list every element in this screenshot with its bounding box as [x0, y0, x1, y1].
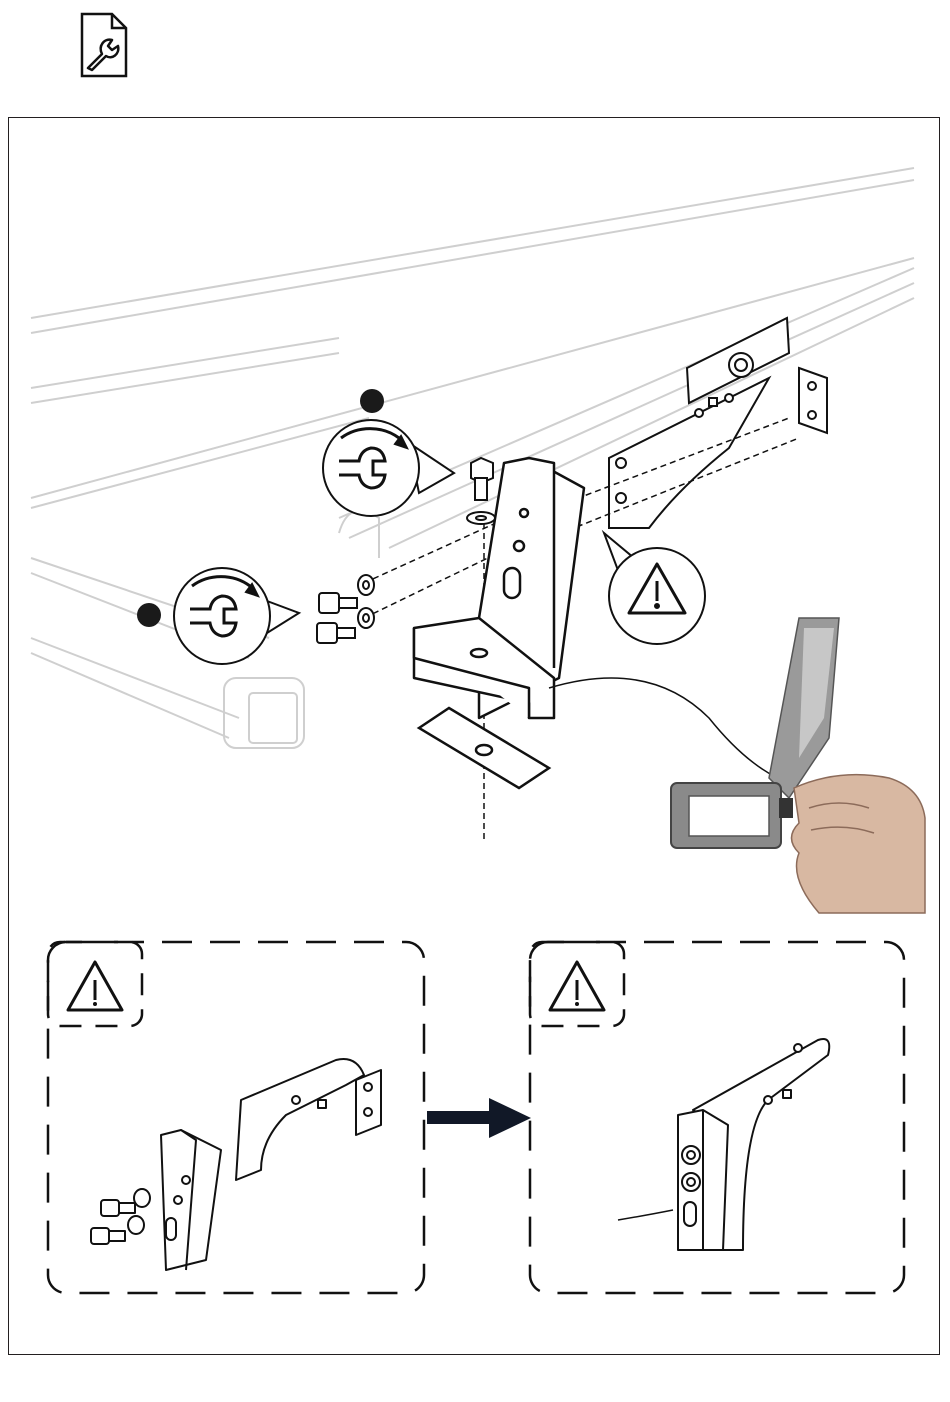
warning-callout	[604, 533, 705, 644]
bar-clamp	[609, 318, 827, 528]
wrench-clockwise-icon	[323, 420, 454, 516]
illustration-frame	[8, 117, 940, 1355]
step-marker-dot	[137, 603, 161, 627]
right-arrow-icon	[427, 1098, 532, 1138]
document-wrench-icon	[78, 10, 130, 80]
detail-panel-assembled	[528, 940, 906, 1295]
detail-panel-exploded	[46, 940, 426, 1295]
bracket-bolts-assembled	[618, 1039, 829, 1250]
wrench-clockwise-icon	[174, 568, 299, 664]
side-bolts	[317, 575, 374, 643]
hand-inserting-bolt-photo	[671, 618, 925, 913]
top-bolt	[467, 458, 495, 524]
bracket-bolts-exploded	[91, 1059, 381, 1270]
step-marker-dot	[360, 389, 384, 413]
